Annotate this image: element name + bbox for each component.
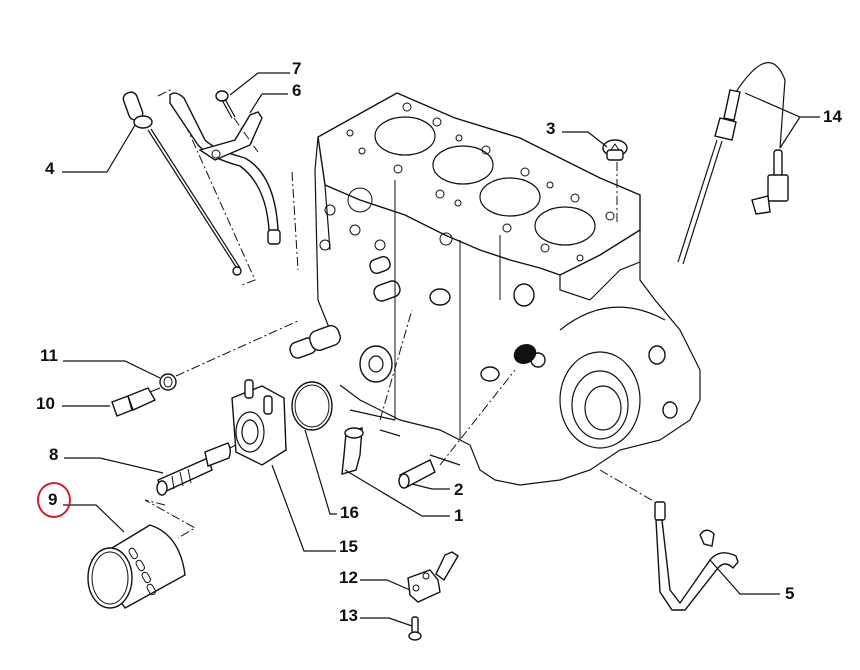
oil-dipstick-part bbox=[122, 91, 242, 276]
callout-1: 1 bbox=[454, 506, 464, 525]
callout-15: 15 bbox=[339, 537, 358, 556]
oil-filter-part bbox=[87, 499, 197, 609]
callout-13: 13 bbox=[339, 606, 358, 625]
oil-pressure-switch-part bbox=[111, 387, 161, 417]
callout-10: 10 bbox=[36, 394, 55, 413]
screw-part bbox=[408, 616, 422, 641]
dipstick-guide-line bbox=[157, 89, 256, 286]
callout-12: 12 bbox=[339, 568, 358, 587]
dipstick-tube-part bbox=[169, 92, 281, 245]
oil-level-sensor-part bbox=[677, 62, 789, 265]
highlight-ring bbox=[37, 482, 71, 518]
pin-guide-line bbox=[439, 369, 516, 466]
callout-8: 8 bbox=[49, 445, 59, 464]
plug-part bbox=[602, 139, 628, 222]
oil-cooler-part bbox=[231, 379, 287, 466]
threaded-union-part bbox=[156, 439, 246, 496]
callout-16: 16 bbox=[340, 503, 359, 522]
callout-2: 2 bbox=[454, 480, 464, 499]
dowel-pin-part bbox=[398, 459, 436, 489]
callout-3: 3 bbox=[546, 119, 556, 138]
dowel-bushing-part bbox=[341, 427, 364, 475]
callout-11: 11 bbox=[40, 346, 58, 365]
bushing-guide-line bbox=[379, 309, 413, 421]
callout-7: 7 bbox=[292, 59, 302, 78]
callout-9: 9 bbox=[48, 490, 58, 509]
callout-4: 4 bbox=[45, 159, 55, 178]
callout-6: 6 bbox=[292, 81, 302, 100]
seal-washer-part bbox=[159, 373, 177, 391]
o-ring-part bbox=[291, 381, 333, 431]
oil-pipe-part bbox=[599, 469, 739, 611]
tube-guide-line bbox=[291, 171, 299, 271]
callout-5: 5 bbox=[785, 584, 795, 603]
engine-block bbox=[289, 92, 701, 486]
callout-14: 14 bbox=[823, 107, 842, 126]
bolt-part bbox=[215, 90, 259, 153]
leader-lines bbox=[62, 72, 820, 627]
seal-guide-line bbox=[175, 319, 301, 377]
oil-jet-part bbox=[407, 551, 459, 603]
